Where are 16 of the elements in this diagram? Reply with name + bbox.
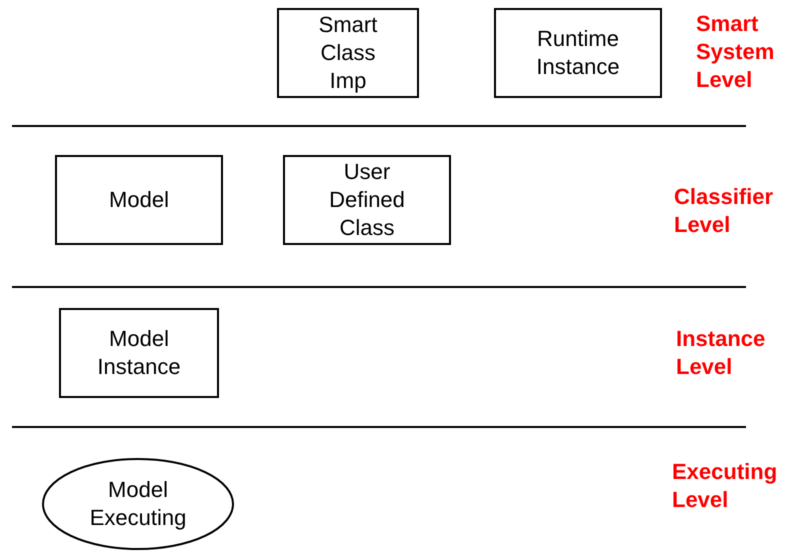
- process-box: [283, 155, 451, 245]
- process-box: [59, 308, 219, 398]
- node-label: Model Executing: [88, 476, 188, 532]
- node-label: Runtime Instance: [535, 25, 621, 81]
- node-label: Smart Class Imp: [318, 11, 378, 95]
- level-label: Classifier Level: [674, 183, 774, 239]
- process-box: [494, 8, 662, 98]
- process-box: [55, 155, 223, 245]
- node-label: Model Instance: [96, 325, 182, 381]
- ellipse-node: [42, 458, 234, 550]
- level-label: Executing Level: [672, 458, 778, 514]
- node-label: Model: [109, 186, 169, 214]
- level-label: Smart System Level: [696, 10, 776, 94]
- node-label: User Defined Class: [328, 158, 406, 242]
- level-label: Instance Level: [676, 325, 766, 381]
- process-box: [277, 8, 419, 98]
